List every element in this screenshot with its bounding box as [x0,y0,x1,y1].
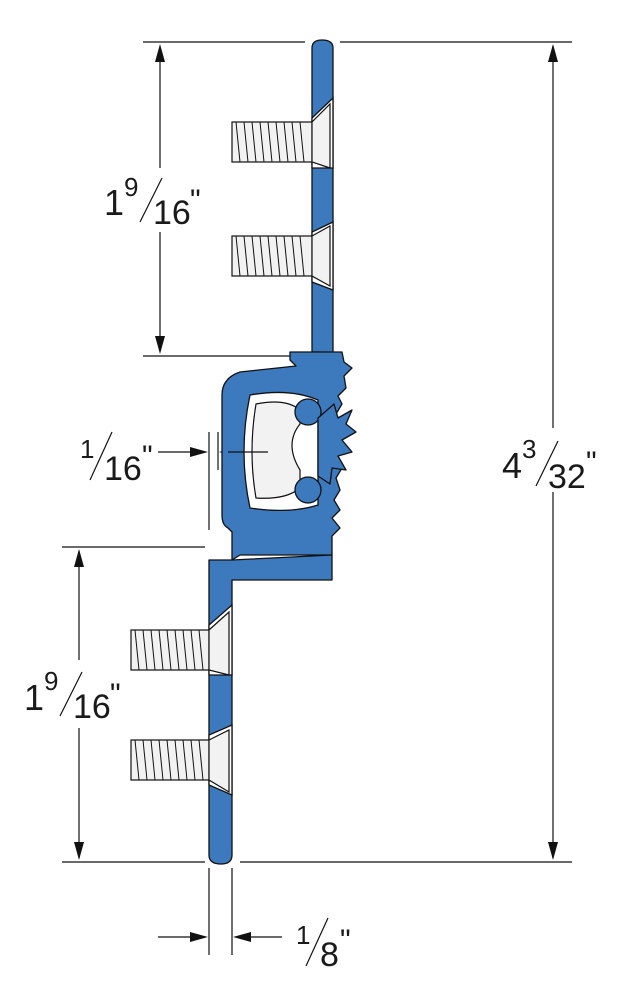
screw-bottom-2 [130,729,230,794]
knuckle-pin-top [294,398,322,426]
svg-text:": " [340,924,351,957]
lower-leaf-body [208,554,333,865]
screw-head [208,610,230,676]
svg-text:16: 16 [73,688,111,726]
inner-barrel [251,401,301,499]
gear-teeth [317,403,357,485]
screw-top-1 [231,102,331,169]
svg-text:": " [142,440,153,473]
screw-shank [231,121,313,163]
svg-text:3: 3 [522,434,536,464]
screw-top-2 [231,224,331,288]
upper-leaf [311,39,334,356]
dim-label-bottom: 1 9 16 " [24,666,121,726]
upper-leaf-body [311,39,334,356]
screw-head [311,102,331,169]
svg-text:4: 4 [502,445,522,486]
dim-label-thickness: 1 8 " [296,917,351,974]
svg-text:16: 16 [153,194,191,232]
knuckle-pin-bottom [294,476,322,504]
arrow-thick-right [233,932,251,942]
svg-text:1: 1 [296,920,310,950]
svg-text:16: 16 [104,450,142,488]
screw-head [311,224,331,288]
arrow-overall-up [548,44,558,62]
arrow-top-up [155,44,165,62]
arrow-top-down [155,336,165,354]
screw-bottom-1 [130,610,230,676]
screw-head [208,729,230,794]
dim-label-overall: 4 3 32 " [502,434,597,496]
dim-label-top: 1 9 16 " [104,172,201,232]
svg-text:8: 8 [320,936,339,974]
hinge-knuckle [221,351,357,561]
arrow-thick-left [190,932,208,942]
arrow-offset-left [190,447,208,457]
svg-text:9: 9 [44,666,58,696]
svg-text:1: 1 [24,677,44,718]
dim-label-offset: 1 16 " [80,431,153,488]
svg-text:32: 32 [548,458,586,496]
arrow-overall-down [548,842,558,860]
svg-text:9: 9 [124,172,138,202]
lower-leaf [208,554,333,865]
svg-text:": " [586,446,597,479]
svg-text:1: 1 [104,182,124,223]
svg-text:1: 1 [80,434,94,464]
screw-shank [231,235,313,277]
arrow-bottom-up [74,549,84,567]
svg-text:": " [110,678,121,711]
arrow-bottom-down [74,842,84,860]
svg-text:": " [190,184,201,217]
